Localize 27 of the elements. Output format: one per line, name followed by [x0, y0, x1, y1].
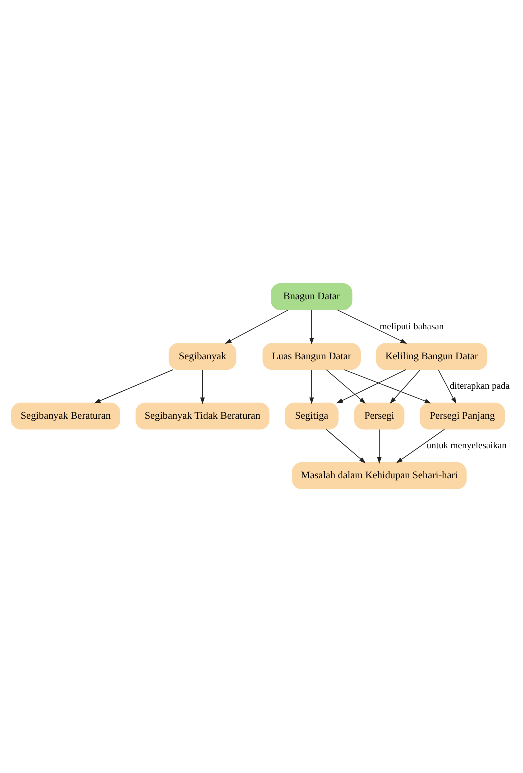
arrow	[337, 310, 408, 344]
arrow	[94, 370, 174, 404]
arrow	[438, 370, 456, 404]
arrow	[377, 429, 382, 464]
arrow	[200, 370, 206, 404]
arrow	[310, 310, 314, 345]
node-box: Segibanyak	[168, 343, 237, 370]
arrow	[390, 370, 421, 404]
edge-label: untuk menyelesaikan	[426, 442, 507, 452]
arrow	[336, 370, 407, 404]
arrow	[396, 429, 446, 464]
node-box: Persegi Panjang	[420, 402, 506, 430]
node-box: Masalah dalam Kehidupan Sehari-hari	[292, 462, 467, 490]
node-box: Luas Bangun Datar	[262, 343, 361, 370]
node-box: Segibanyak Beraturan	[11, 402, 121, 430]
arrow	[225, 310, 289, 344]
arrow	[344, 369, 432, 404]
edge-label: diterapkan pada	[450, 382, 510, 392]
edge-label: meliputi bahasan	[380, 322, 444, 332]
node-box: Bnagun Datar	[271, 284, 353, 310]
arrow	[326, 429, 366, 464]
node-box: Segibanyak Tidak Beraturan	[136, 402, 270, 430]
node-box: Keliling Bangun Datar	[376, 343, 488, 370]
arrow	[310, 370, 314, 404]
node-box: Persegi	[354, 402, 405, 430]
arrow	[326, 370, 366, 404]
node-box: Segitiga	[284, 402, 339, 430]
